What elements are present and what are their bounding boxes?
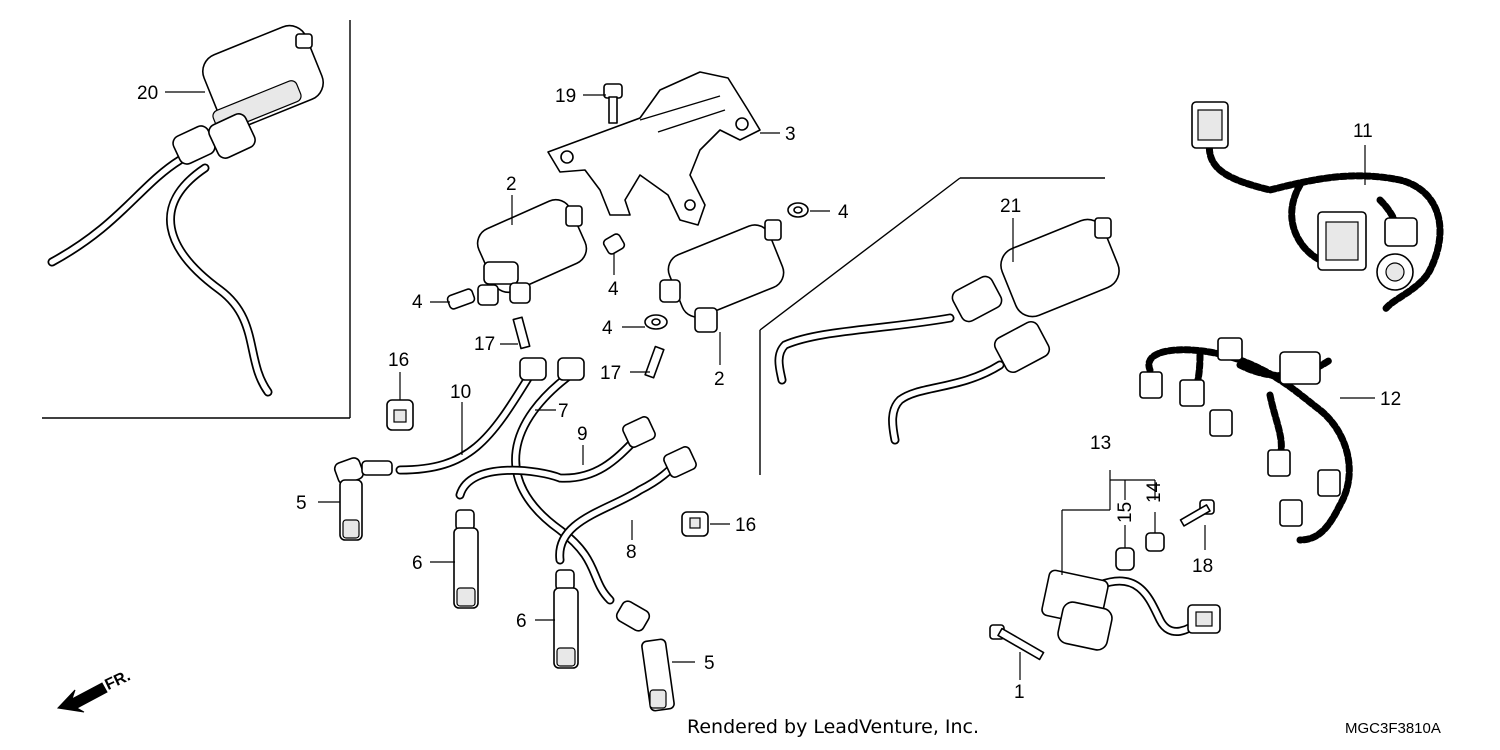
callout-19: 19: [555, 86, 576, 107]
callout-8: 8: [626, 542, 637, 563]
plug-cap-5-right[interactable]: [615, 599, 675, 712]
inset-frame-middle: [759, 177, 1105, 475]
plug-cap-5-left[interactable]: [333, 456, 393, 541]
callout-10: 10: [450, 382, 471, 403]
callout-20: 20: [137, 83, 158, 104]
callout-2-lower: 2: [714, 369, 725, 390]
callout-11: 11: [1353, 121, 1373, 142]
bolt-17-a[interactable]: [512, 316, 531, 350]
callout-3: 3: [785, 124, 796, 145]
collar-14[interactable]: [1145, 532, 1165, 552]
clip-4-a[interactable]: [446, 288, 476, 310]
callout-17-a: 17: [474, 334, 495, 355]
callout-9: 9: [577, 424, 588, 445]
callout-7: 7: [558, 401, 569, 422]
front-direction-indicator: FR.: [56, 668, 134, 713]
footer-credit: Rendered by LeadVenture, Inc.: [687, 716, 979, 738]
callout-17-b: 17: [600, 363, 621, 384]
callout-6-right: 6: [516, 611, 527, 632]
spark-plug-cable-10[interactable]: [395, 357, 547, 475]
bolt-17-b[interactable]: [644, 345, 665, 379]
callout-5-right: 5: [704, 653, 715, 674]
callout-5-left: 5: [296, 493, 307, 514]
grommet-15[interactable]: [1115, 547, 1135, 571]
inset-frame-left: [42, 20, 351, 419]
spark-plug-cable-7[interactable]: [511, 357, 615, 605]
control-unit-13[interactable]: [1041, 569, 1221, 651]
ignition-coil-2-upper[interactable]: [472, 195, 591, 306]
plug-cap-6-right[interactable]: [553, 569, 579, 669]
callout-16-b: 16: [735, 515, 756, 536]
ignition-coil-21[interactable]: [774, 214, 1125, 445]
callout-4-c: 4: [602, 318, 613, 339]
callout-12: 12: [1380, 389, 1401, 410]
callout-21: 21: [1000, 196, 1021, 217]
callout-labels: 20 19 3 2 4 4 4 4 17 17 2 16 10 7 9 16 8…: [137, 83, 1401, 703]
coil-bracket-3[interactable]: [547, 71, 761, 226]
ignition-coil-2-lower[interactable]: [659, 219, 788, 333]
bolt-18[interactable]: [1179, 499, 1215, 527]
callout-2-upper: 2: [506, 174, 517, 195]
callout-16-a: 16: [388, 350, 409, 371]
callout-18: 18: [1192, 556, 1213, 577]
front-arrow-icon: [56, 682, 108, 713]
front-label: FR.: [103, 668, 134, 694]
callout-15: 15: [1115, 502, 1136, 523]
wire-harness-11[interactable]: [1191, 101, 1444, 314]
callout-4-a: 4: [412, 292, 423, 313]
bolt-1[interactable]: [989, 624, 1045, 661]
callout-1: 1: [1014, 682, 1025, 703]
callout-14: 14: [1144, 481, 1165, 503]
diagram-code: MGC3F3810A: [1345, 720, 1441, 737]
washer-4-d[interactable]: [787, 202, 809, 218]
washer-4-c[interactable]: [644, 314, 668, 330]
callout-6-left: 6: [412, 553, 423, 574]
bolt-19[interactable]: [603, 83, 623, 124]
clamp-16-b[interactable]: [681, 511, 709, 537]
spark-plug-cable-9[interactable]: [455, 415, 657, 500]
leader-lines: [165, 91, 1375, 680]
plug-cap-6-left[interactable]: [453, 509, 479, 609]
callout-4-d: 4: [838, 202, 849, 223]
callout-13: 13: [1090, 433, 1111, 454]
ignition-coil-20[interactable]: [47, 20, 329, 397]
spark-plug-cable-8[interactable]: [555, 445, 698, 565]
clamp-16-a[interactable]: [386, 399, 414, 431]
wire-harness-12[interactable]: [1139, 337, 1353, 544]
callout-4-b: 4: [608, 279, 619, 300]
clip-4-b[interactable]: [602, 233, 626, 256]
